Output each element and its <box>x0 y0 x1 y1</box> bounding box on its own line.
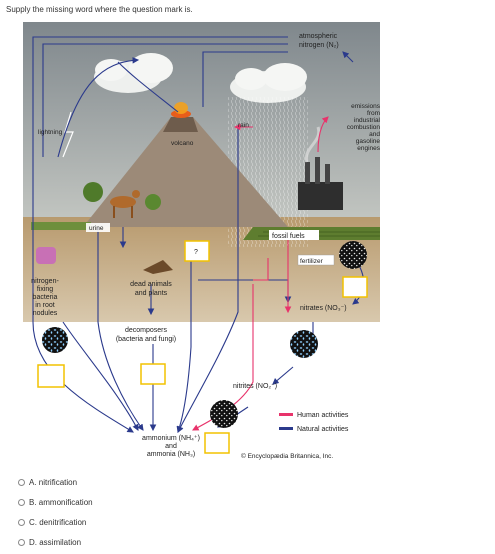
label-atmospheric: atmospheric <box>299 33 338 40</box>
legend: Human activities Natural activities <box>279 412 349 433</box>
question-mark: ? <box>194 249 198 256</box>
label-nfix-5: nodules <box>33 310 58 317</box>
label-emissions-2: from <box>367 110 380 117</box>
answer-box-4 <box>342 276 368 298</box>
label-ammonium-3: ammonia (NH₃) <box>147 451 195 458</box>
label-ammonium-2: and <box>165 443 177 450</box>
dead-plants-image <box>143 260 173 274</box>
option-label: denitrification <box>39 517 87 527</box>
answer-box-5 <box>204 432 230 454</box>
option-c[interactable]: C. denitrification <box>18 512 93 532</box>
label-rain: rain <box>238 122 249 129</box>
label-emissions-6: gasoline <box>356 138 380 145</box>
radio-button[interactable] <box>18 518 25 526</box>
label-dead-1: dead animals <box>130 281 172 288</box>
lightning-bolt <box>62 111 74 158</box>
cloud-left <box>94 53 173 93</box>
bacteria-circle-3 <box>290 330 318 358</box>
answer-boxes <box>37 240 368 454</box>
lower-panel <box>23 322 380 470</box>
deer <box>110 190 140 218</box>
option-label: assimilation <box>39 537 82 547</box>
legend-swatch-human <box>279 413 293 416</box>
option-letter: D. <box>29 537 37 547</box>
radio-button[interactable] <box>18 538 25 546</box>
label-nitrates: nitrates (NO₃⁻) <box>300 305 347 312</box>
answer-box-3 <box>184 240 210 262</box>
natural-arrows <box>32 36 365 434</box>
answer-options: A. nitrification B. ammonification C. de… <box>18 472 93 552</box>
option-b[interactable]: B. ammonification <box>18 492 93 512</box>
option-label: nitrification <box>38 477 78 487</box>
label-urine: urine <box>89 225 104 232</box>
label-emissions-1: emissions <box>351 103 380 110</box>
nitrogen-cycle-diagram: ? atmospheric nitrogen (N₂) rain lightni… <box>23 22 380 470</box>
label-decomp-1: decomposers <box>125 327 168 334</box>
label-nfix-3: bacteria <box>33 294 58 301</box>
label-emissions-4: combustion <box>347 124 380 131</box>
answer-box-1 <box>37 364 65 388</box>
answer-box-2 <box>140 363 166 385</box>
option-letter: B. <box>29 497 37 507</box>
cloud-right <box>230 63 307 103</box>
label-lightning: lightning <box>38 129 63 136</box>
radio-button[interactable] <box>18 478 25 486</box>
label-nfix-1: nitrogen- <box>31 278 59 285</box>
option-a[interactable]: A. nitrification <box>18 472 93 492</box>
label-emissions-5: and <box>369 131 380 138</box>
label-dead-2: and plants <box>135 290 168 297</box>
factory <box>298 126 343 210</box>
bacteria-circle-2 <box>339 241 367 269</box>
option-d[interactable]: D. assimilation <box>18 532 93 552</box>
label-ammonium-1: ammonium (NH₄⁺) <box>142 435 200 442</box>
root-nodules-image <box>36 247 56 264</box>
label-nitrites: nitrites (NO₂⁻) <box>233 383 277 390</box>
vegetation <box>31 182 161 230</box>
label-volcano: volcano <box>171 140 194 147</box>
option-letter: A. <box>29 477 37 487</box>
bacteria-circle-1 <box>42 327 68 353</box>
label-atmospheric-n2: nitrogen (N₂) <box>299 42 339 49</box>
bacteria-circle-4 <box>210 400 238 428</box>
option-letter: C. <box>29 517 37 527</box>
label-fossil-fuels: fossil fuels <box>272 233 305 240</box>
label-fertilizer: fertilizer <box>300 258 324 265</box>
credit-line: © Encyclopædia Britannica, Inc. <box>241 452 333 460</box>
question-prompt: Supply the missing word where the questi… <box>6 5 193 14</box>
option-label: ammonification <box>38 497 93 507</box>
label-nfix-4: in root <box>35 302 55 309</box>
label-emissions-7: engines <box>357 145 380 152</box>
radio-button[interactable] <box>18 498 25 506</box>
label-emissions-3: industrial <box>354 117 380 124</box>
label-decomp-2: (bacteria and fungi) <box>116 336 176 343</box>
legend-label-natural: Natural activities <box>297 426 349 433</box>
label-nfix-2: fixing <box>37 286 53 293</box>
legend-swatch-natural <box>279 427 293 430</box>
legend-label-human: Human activities <box>297 412 349 419</box>
